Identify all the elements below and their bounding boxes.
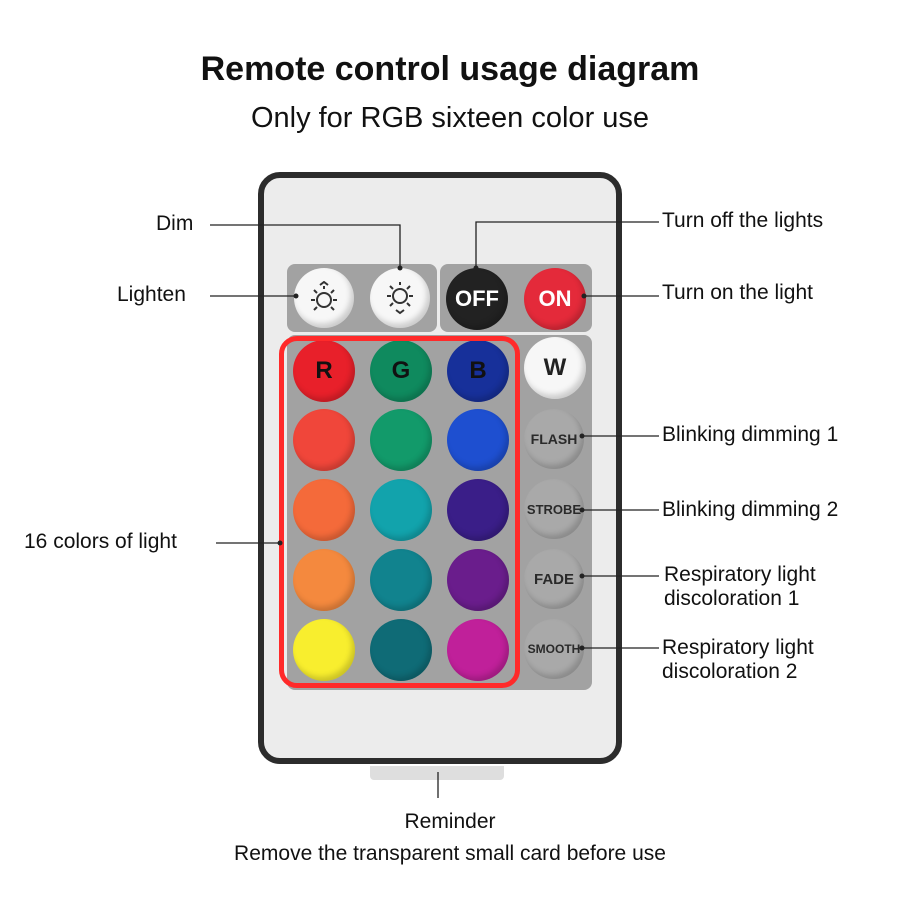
color-button[interactable] <box>447 479 509 541</box>
color-red-button[interactable]: R <box>293 340 355 402</box>
colors16-label: 16 colors of light <box>24 530 177 553</box>
g-label: G <box>391 357 411 384</box>
on-button[interactable]: ON <box>524 268 586 330</box>
smooth-button[interactable]: SMOOTH <box>524 619 584 679</box>
reminder-title: Reminder <box>404 810 496 833</box>
dim-leader <box>210 224 401 268</box>
strobe-button[interactable]: STROBE <box>524 479 584 539</box>
dim-button[interactable] <box>370 268 430 328</box>
resp1-label-line1: Respiratory light <box>664 563 816 586</box>
color-button[interactable] <box>447 409 509 471</box>
lighten-button[interactable] <box>294 268 354 328</box>
diagram-title: Remote control usage diagram <box>200 50 700 88</box>
turn-off-leader <box>475 221 659 268</box>
color-button[interactable] <box>293 619 355 681</box>
resp2-label-line1: Respiratory light <box>662 636 814 659</box>
smooth-label: SMOOTH <box>527 642 581 656</box>
turn-off-label: Turn off the lights <box>662 209 824 232</box>
transparent-card <box>370 766 504 780</box>
color-button[interactable] <box>447 549 509 611</box>
reminder-text: Remove the transparent small card before… <box>234 842 666 865</box>
color-button[interactable] <box>293 549 355 611</box>
brightness-up-icon <box>387 282 413 315</box>
w-label: W <box>543 354 567 381</box>
color-green-button[interactable]: G <box>370 340 432 402</box>
color-button[interactable] <box>370 409 432 471</box>
off-button[interactable]: OFF <box>446 268 508 330</box>
white-button[interactable]: W <box>524 337 586 399</box>
blink1-label: Blinking dimming 1 <box>662 423 839 446</box>
strobe-label: STROBE <box>526 501 582 517</box>
off-button-label: OFF <box>455 286 499 311</box>
flash-button[interactable]: FLASH <box>524 409 584 469</box>
fade-button[interactable]: FADE <box>524 549 584 609</box>
flash-label: FLASH <box>530 431 578 447</box>
color-blue-button[interactable]: B <box>447 340 509 402</box>
color-button[interactable] <box>370 619 432 681</box>
blink2-label: Blinking dimming 2 <box>662 498 839 521</box>
lighten-label: Lighten <box>117 283 186 306</box>
color-button[interactable] <box>447 619 509 681</box>
color-group-highlight <box>279 336 520 688</box>
r-label: R <box>315 357 333 384</box>
resp1-label-line2: discoloration 1 <box>664 587 800 610</box>
brightness-down-icon <box>311 281 337 311</box>
diagram-subtitle: Only for RGB sixteen color use <box>250 102 650 134</box>
b-label: B <box>469 357 487 384</box>
turn-on-label: Turn on the light <box>662 281 813 304</box>
color-button[interactable] <box>293 479 355 541</box>
resp2-label-line2: discoloration 2 <box>662 660 798 683</box>
dim-label: Dim <box>156 212 194 235</box>
color-button[interactable] <box>370 549 432 611</box>
on-button-label: ON <box>538 286 572 311</box>
fade-label: FADE <box>533 570 574 588</box>
color-button[interactable] <box>293 409 355 471</box>
color-button[interactable] <box>370 479 432 541</box>
